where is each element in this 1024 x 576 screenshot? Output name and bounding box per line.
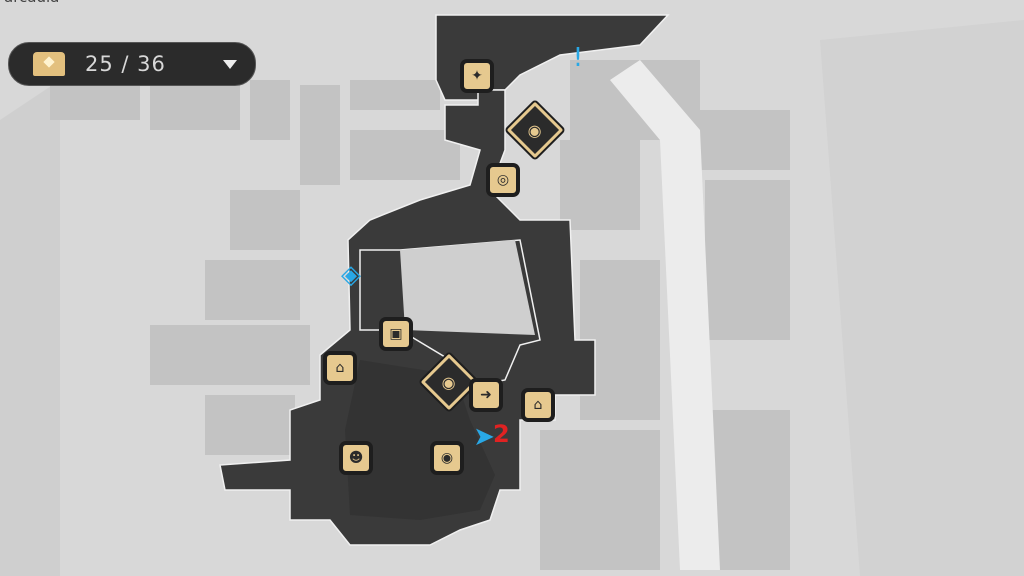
- player-arrow-icon: ➤: [471, 422, 497, 452]
- marker-glyph: ⌂: [335, 360, 345, 376]
- marker-glyph: ◎: [496, 172, 510, 188]
- marker-glyph: ◈: [341, 260, 361, 290]
- marker-glyph: ▣: [389, 326, 403, 342]
- marker-glyph: ➜: [480, 387, 492, 403]
- marker-glyph: ◉: [442, 372, 456, 392]
- marker-glyph: ✦: [471, 68, 483, 84]
- shop-bag-icon[interactable]: ⌂: [523, 390, 553, 420]
- marker-glyph: ⌂: [533, 397, 543, 413]
- marker-glyph: ◉: [440, 450, 454, 466]
- marker-glyph: !: [572, 43, 584, 73]
- chest-counter-dropdown[interactable]: 25 / 36: [8, 42, 256, 86]
- quest-alert-icon[interactable]: !: [565, 43, 591, 73]
- marker-glyph: ➤: [473, 422, 495, 452]
- buildings: [50, 60, 790, 570]
- marker-glyph: ◉: [528, 120, 542, 140]
- robot-icon[interactable]: ◎: [488, 165, 518, 195]
- teleport-icon[interactable]: ◈: [338, 260, 364, 290]
- puzzle-icon[interactable]: ✦: [462, 61, 492, 91]
- shop-bag-icon[interactable]: ⌂: [325, 353, 355, 383]
- region-name: arcadia: [4, 0, 59, 6]
- road: [610, 60, 720, 570]
- treasure-chest-icon: [33, 52, 65, 76]
- chest-count: 25 / 36: [85, 52, 166, 76]
- chevron-down-icon[interactable]: [223, 59, 237, 69]
- exit-icon[interactable]: ➜: [471, 380, 501, 410]
- npc-icon[interactable]: ☻: [341, 443, 371, 473]
- raccoon-icon[interactable]: ◉: [432, 443, 462, 473]
- marker-glyph: ☻: [348, 450, 364, 466]
- floor-number-label: 2: [493, 420, 510, 448]
- cube-icon[interactable]: ▣: [381, 319, 411, 349]
